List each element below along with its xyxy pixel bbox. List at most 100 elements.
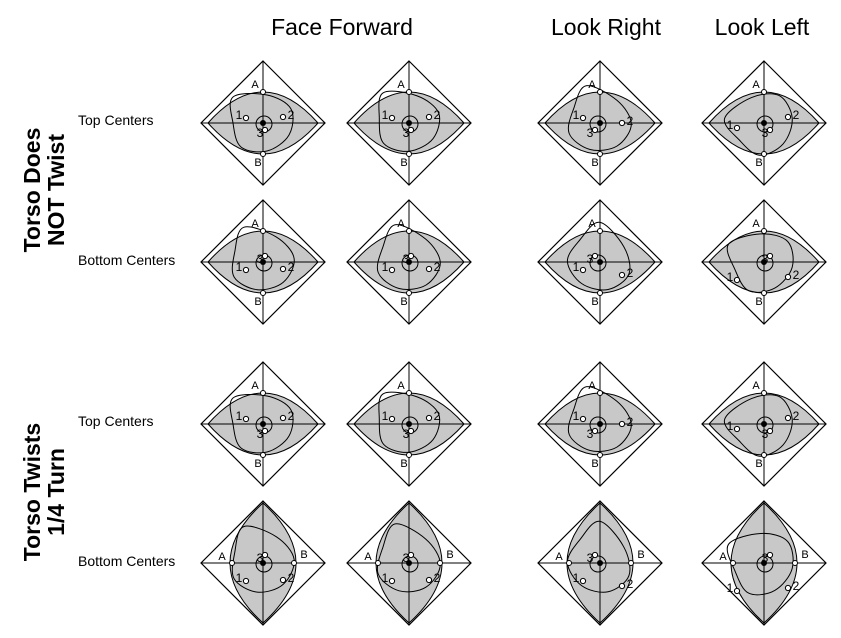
endpoint-a-r3c4 [761, 390, 767, 396]
point-2-marker-r2c4 [784, 273, 792, 281]
outer-contour-r3c2 [378, 391, 441, 453]
outer-contour-r2c3 [566, 221, 631, 291]
point-1-label-r3c4: 1 [727, 419, 734, 433]
outer-contour-r3c1 [229, 393, 294, 454]
label-b-r1c4: B [755, 157, 762, 169]
point-1-label-r3c2: 1 [382, 409, 389, 423]
outer-contour-r3c4 [723, 394, 793, 457]
label-b-r4c4: B [801, 549, 808, 561]
point-3-marker-r4c4 [766, 551, 774, 559]
endpoint-a-r1c4 [761, 89, 767, 95]
center-point-r4c3 [597, 560, 603, 566]
point-3-label-r1c1: 3 [257, 126, 264, 140]
point-2-marker-r1c4 [784, 113, 792, 121]
point-2-label-r3c3: 2 [627, 415, 634, 429]
label-a-r3c4: A [752, 380, 760, 392]
point-2-label-r4c3: 2 [627, 577, 634, 591]
point-3-label-r3c3: 3 [587, 427, 594, 441]
point-2-marker-r3c1 [279, 414, 287, 422]
label-a-r4c3: A [555, 551, 563, 563]
outer-contour-r4c4 [726, 532, 794, 596]
point-3-label-r3c4: 3 [762, 427, 769, 441]
point-1-marker-r1c1 [242, 114, 250, 122]
label-a-r4c1: A [218, 551, 226, 563]
point-1-marker-r2c3 [579, 266, 587, 274]
point-1-marker-r2c4 [733, 276, 741, 284]
center-point-r1c4 [761, 120, 767, 126]
point-1-label-r1c1: 1 [236, 108, 243, 122]
point-3-label-r3c1: 3 [257, 427, 264, 441]
label-a-r2c4: A [752, 218, 760, 230]
outer-contour-r4c3 [566, 520, 631, 593]
center-point-r2c1 [260, 259, 266, 265]
point-2-marker-r2c3 [618, 271, 626, 279]
endpoint-b-r2c3 [597, 290, 603, 296]
center-point-r1c1 [260, 120, 266, 126]
endpoint-b-r3c1 [260, 452, 266, 458]
point-2-marker-r1c1 [279, 113, 287, 121]
point-1-label-r2c2: 1 [382, 260, 389, 274]
point-3-marker-r1c1 [261, 126, 269, 134]
outer-contour-r2c2 [376, 224, 441, 290]
point-3-label-r2c2: 3 [403, 252, 410, 266]
point-3-marker-r4c2 [407, 551, 415, 559]
label-a-r3c3: A [588, 380, 596, 392]
point-3-marker-r3c1 [261, 427, 269, 435]
endpoint-b-r4c1 [291, 560, 297, 566]
point-1-marker-r1c3 [579, 114, 587, 122]
endpoint-b-r2c4 [761, 290, 767, 296]
point-1-label-r1c2: 1 [382, 108, 389, 122]
point-2-label-r3c2: 2 [434, 409, 441, 423]
endpoint-a-r4c1 [229, 560, 235, 566]
endpoint-b-r4c2 [437, 560, 443, 566]
outer-contour-r3c3 [567, 386, 632, 452]
label-a-r4c2: A [364, 551, 372, 563]
point-1-marker-r1c2 [388, 114, 396, 122]
column-title-look-left: Look Left [714, 14, 810, 40]
point-3-label-r4c4: 3 [762, 551, 769, 565]
point-1-marker-r3c2 [388, 415, 396, 423]
center-point-r3c4 [761, 421, 767, 427]
point-3-marker-r3c2 [407, 427, 415, 435]
point-1-marker-r4c1 [242, 577, 250, 585]
label-a-r1c2: A [397, 79, 405, 91]
point-2-marker-r3c2 [425, 414, 433, 422]
point-3-label-r2c3: 3 [587, 252, 594, 266]
endpoint-a-r2c4 [761, 228, 767, 234]
endpoint-a-r1c2 [406, 89, 412, 95]
row-label-top-centers-2: Top Centers [78, 413, 154, 429]
point-2-label-r2c3: 2 [627, 266, 634, 280]
point-1-label-r2c1: 1 [236, 260, 243, 274]
point-1-marker-r2c2 [388, 266, 396, 274]
point-1-marker-r1c4 [733, 124, 741, 132]
label-b-r3c3: B [591, 458, 598, 470]
point-1-label-r4c1: 1 [236, 571, 243, 585]
point-3-marker-r1c4 [766, 126, 774, 134]
endpoint-b-r1c2 [406, 151, 412, 157]
endpoint-a-r2c1 [260, 228, 266, 234]
point-1-marker-r3c4 [733, 425, 741, 433]
point-2-marker-r3c3 [618, 420, 626, 428]
label-b-r4c2: B [446, 549, 453, 561]
endpoint-b-r3c4 [761, 452, 767, 458]
endpoint-b-r3c2 [406, 452, 412, 458]
column-title-face-forward: Face Forward [271, 14, 413, 40]
point-3-marker-r2c2 [407, 252, 415, 260]
point-1-label-r3c1: 1 [236, 409, 243, 423]
row-label-bottom-centers-1: Bottom Centers [78, 252, 176, 268]
outer-contour-r1c2 [378, 90, 441, 152]
label-b-r2c2: B [400, 296, 407, 308]
inner-contour-r3c4 [756, 416, 774, 434]
label-a-r1c1: A [251, 79, 259, 91]
point-2-marker-r1c2 [425, 113, 433, 121]
endpoint-b-r2c2 [406, 290, 412, 296]
label-b-r1c1: B [254, 157, 261, 169]
